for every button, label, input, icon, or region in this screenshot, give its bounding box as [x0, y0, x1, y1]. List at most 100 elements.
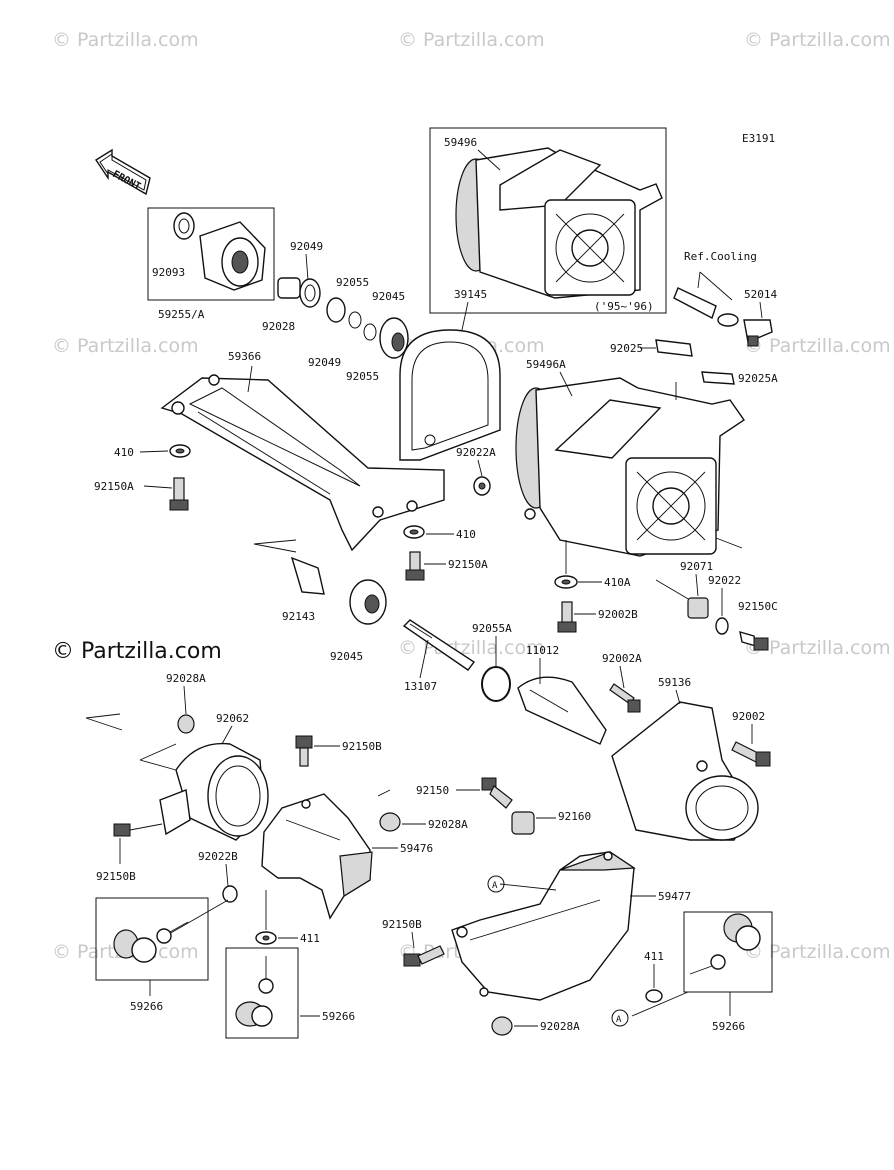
part-label-59266-mid: 59266 [322, 1010, 355, 1023]
oring-92055A: 92055A [472, 622, 512, 702]
intake-housing-59366: 59366 [160, 350, 445, 552]
cone-11012: 11012 [517, 644, 607, 745]
ball-joint-detail-frame-mid [225, 947, 299, 1039]
part-label-59496A: 59496A [526, 358, 566, 371]
part-label-59477: 59477 [658, 890, 691, 903]
drive-shaft-13107: 13107 [402, 619, 476, 693]
year-note: ('95~'96) [594, 300, 654, 313]
steering-housing-92062: 92028A 92062 92150B [85, 672, 269, 883]
housing-detail-frame [429, 127, 667, 314]
fastener-right-group: 92071 92022 92150C [655, 560, 778, 651]
watermark-text: © Partzilla.com [52, 29, 199, 51]
part-label-92045-mid: 92045 [330, 650, 363, 663]
deflector-59477: 92150B 59477 [382, 851, 691, 1001]
sleeve-bearing-mid: 92143 92045 [253, 539, 387, 663]
part-label-92028A-mid: 92028A [428, 818, 468, 831]
ball-joint-detail-frame-left [95, 897, 209, 981]
deflector-59476: 92150B 59476 [261, 735, 433, 920]
part-label-92062: 92062 [216, 712, 249, 725]
part-label-92002B: 92002B [598, 608, 638, 621]
part-label-59136: 59136 [658, 676, 691, 689]
part-label-13107: 13107 [404, 680, 437, 693]
impeller-detail-frame [147, 207, 275, 301]
ball-joint-mid-group: 59266 [225, 947, 355, 1039]
part-label-92022A: 92022A [456, 446, 496, 459]
washer-411-left: 411 [255, 890, 320, 945]
watermark-text: © Partzilla.com [398, 637, 545, 659]
part-label-411-left: 411 [300, 932, 320, 945]
washer-bolt-mid: 410 92150A [403, 525, 488, 581]
part-label-92025A: 92025A [738, 372, 778, 385]
part-label-92045-top: 92045 [372, 290, 405, 303]
watermark-text: © Partzilla.com [398, 29, 545, 51]
part-label-92002A: 92002A [602, 652, 642, 665]
reference-mark-a-bottom: A [611, 1009, 629, 1027]
part-label-92028-top: 92028 [262, 320, 295, 333]
part-label-92150: 92150 [416, 784, 449, 797]
part-label-92028A-bottom: 92028A [540, 1020, 580, 1033]
cooling-fitting-group: Ref.Cooling 52014 [673, 250, 777, 347]
ball-joint-right-group: 411 59266 [631, 911, 773, 1033]
part-label-59366: 59366 [228, 350, 261, 363]
part-label-92055-top: 92055 [336, 276, 369, 289]
bolt-bushing-92150-92160: 92150 92160 [416, 777, 591, 835]
part-label-410-mid: 410 [456, 528, 476, 541]
part-label-59496: 59496 [444, 136, 477, 149]
part-label-92022-right: 92022 [708, 574, 741, 587]
part-label-59476: 59476 [400, 842, 433, 855]
ref-cooling-note: Ref.Cooling [684, 250, 757, 263]
part-label-59266-left: 59266 [130, 1000, 163, 1013]
part-label-410A: 410A [604, 576, 631, 589]
watermark-text: © Partzilla.com [52, 335, 199, 357]
gasket-39145: 39145 [399, 288, 501, 461]
reference-mark-a-text: A [616, 1015, 622, 1025]
collar-92028A-mid: 92028A [379, 812, 468, 832]
nozzle-59136: 59136 [611, 676, 759, 841]
washer-bolt-410A: 410A 92002B [554, 540, 638, 633]
watermark-text: © Partzilla.com [744, 941, 891, 963]
part-label-39145: 39145 [454, 288, 487, 301]
part-label-92028A-left: 92028A [166, 672, 206, 685]
part-label-92071: 92071 [680, 560, 713, 573]
pump-housing-59496A: 59496A [515, 358, 745, 557]
reference-mark-a-text: A [492, 881, 498, 891]
part-label-92150C: 92150C [738, 600, 778, 613]
part-label-92055A: 92055A [472, 622, 512, 635]
part-label-59255A: 59255/A [158, 308, 205, 321]
washer-bolt-left: 410 92150A [94, 444, 191, 511]
front-arrow-icon: FRONT [95, 148, 151, 196]
part-label-11012: 11012 [526, 644, 559, 657]
washer-92022A: 92022A [456, 446, 496, 496]
part-label-92049-bot: 92049 [308, 356, 341, 369]
part-label-59266-right: 59266 [712, 1020, 745, 1033]
bolt-92002A: 92002A [602, 652, 642, 713]
shim-group: 92025 92025A [610, 339, 778, 385]
watermark-text: © Partzilla.com [744, 335, 891, 357]
part-label-411-right: 411 [644, 950, 664, 963]
reference-mark-a-top: A [487, 875, 505, 893]
bolt-92002: 92002 [731, 710, 771, 767]
part-label-92160: 92160 [558, 810, 591, 823]
part-label-92150A-mid: 92150A [448, 558, 488, 571]
part-label-92150B-low: 92150B [382, 918, 422, 931]
watermark-main: © Partzilla.com [52, 639, 222, 664]
pump-housing-95-96-group: 59496 ('95~'96) [429, 127, 667, 314]
part-label-92049-top: 92049 [290, 240, 323, 253]
ball-joint-detail-frame-right [683, 911, 773, 993]
part-label-92002: 92002 [732, 710, 765, 723]
watermark-text: © Partzilla.com [744, 29, 891, 51]
part-label-92025: 92025 [610, 342, 643, 355]
part-label-92022B: 92022B [198, 850, 238, 863]
part-label-92150B-left: 92150B [96, 870, 136, 883]
part-label-410-left: 410 [114, 446, 134, 459]
impeller-group: 92093 59255/A [147, 207, 275, 321]
watermark-text: © Partzilla.com [744, 637, 891, 659]
collar-92028A-bottom: 92028A [491, 1016, 580, 1036]
diagram-code: E3191 [742, 132, 775, 145]
ball-joint-left-group: 92022B 59266 [95, 850, 238, 1013]
part-label-92093: 92093 [152, 266, 185, 279]
part-label-92150B-top: 92150B [342, 740, 382, 753]
part-label-52014: 52014 [744, 288, 777, 301]
bearing-seal-stack: 92049 92055 92045 92028 92049 92055 [262, 240, 409, 383]
